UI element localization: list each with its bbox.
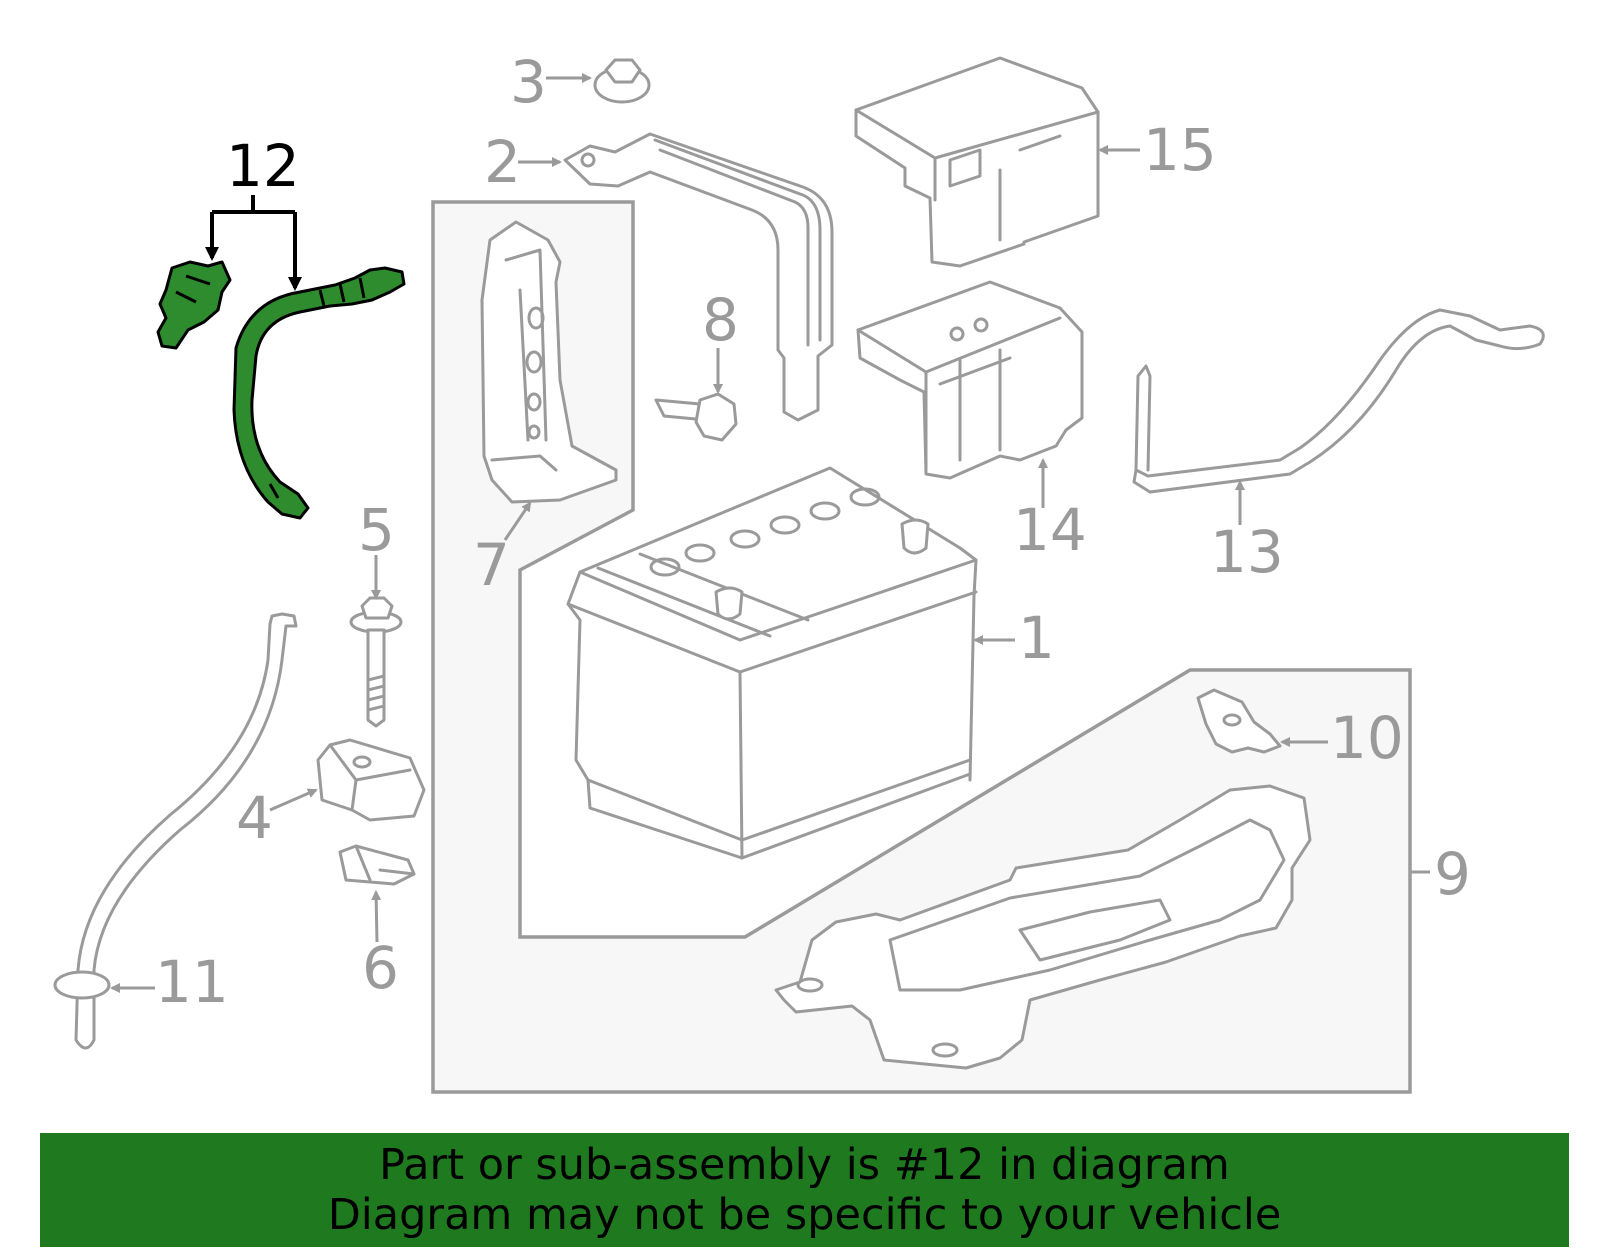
callout-11: 11 xyxy=(155,948,229,1016)
part-4-spacer-block[interactable] xyxy=(316,738,426,822)
part-8-bolt[interactable] xyxy=(654,392,738,442)
callout-6: 6 xyxy=(362,934,399,1002)
part-2-hold-down-bracket[interactable] xyxy=(563,132,834,422)
part-10-small-bracket[interactable] xyxy=(1196,688,1282,754)
callout-10: 10 xyxy=(1330,704,1404,772)
part-9-battery-tray[interactable] xyxy=(774,784,1312,1070)
banner-line-1: Part or sub-assembly is #12 in diagram xyxy=(379,1140,1230,1190)
callout-4: 4 xyxy=(236,784,273,852)
callout-2: 2 xyxy=(484,128,521,196)
callout-7: 7 xyxy=(473,531,510,599)
info-banner: Part or sub-assembly is #12 in diagram D… xyxy=(40,1133,1569,1247)
callout-8: 8 xyxy=(702,286,739,354)
part-12-battery-cable[interactable] xyxy=(156,260,406,520)
part-6-clip[interactable] xyxy=(338,844,416,886)
callout-14: 14 xyxy=(1013,496,1087,564)
callout-3: 3 xyxy=(510,48,547,116)
leader-6 xyxy=(371,890,382,943)
part-5-bolt[interactable] xyxy=(349,596,403,728)
part-14-fuse-box[interactable] xyxy=(856,280,1084,480)
part-7-support-bracket[interactable] xyxy=(480,220,618,504)
callout-9: 9 xyxy=(1434,840,1471,908)
banner-line-2: Diagram may not be specific to your vehi… xyxy=(327,1190,1282,1240)
part-15-fuse-box-cover[interactable] xyxy=(854,56,1100,268)
part-13-cable[interactable] xyxy=(1132,308,1545,494)
callout-15: 15 xyxy=(1143,116,1217,184)
callout-5: 5 xyxy=(358,496,395,564)
callout-12: 12 xyxy=(226,132,300,200)
part-1-battery[interactable] xyxy=(566,466,978,860)
callout-13: 13 xyxy=(1210,518,1284,586)
part-11-hold-rod[interactable] xyxy=(53,612,298,1050)
leader-4 xyxy=(269,788,318,812)
callout-1: 1 xyxy=(1018,604,1055,672)
part-3-nut[interactable] xyxy=(593,58,651,104)
leader-7 xyxy=(503,501,532,541)
